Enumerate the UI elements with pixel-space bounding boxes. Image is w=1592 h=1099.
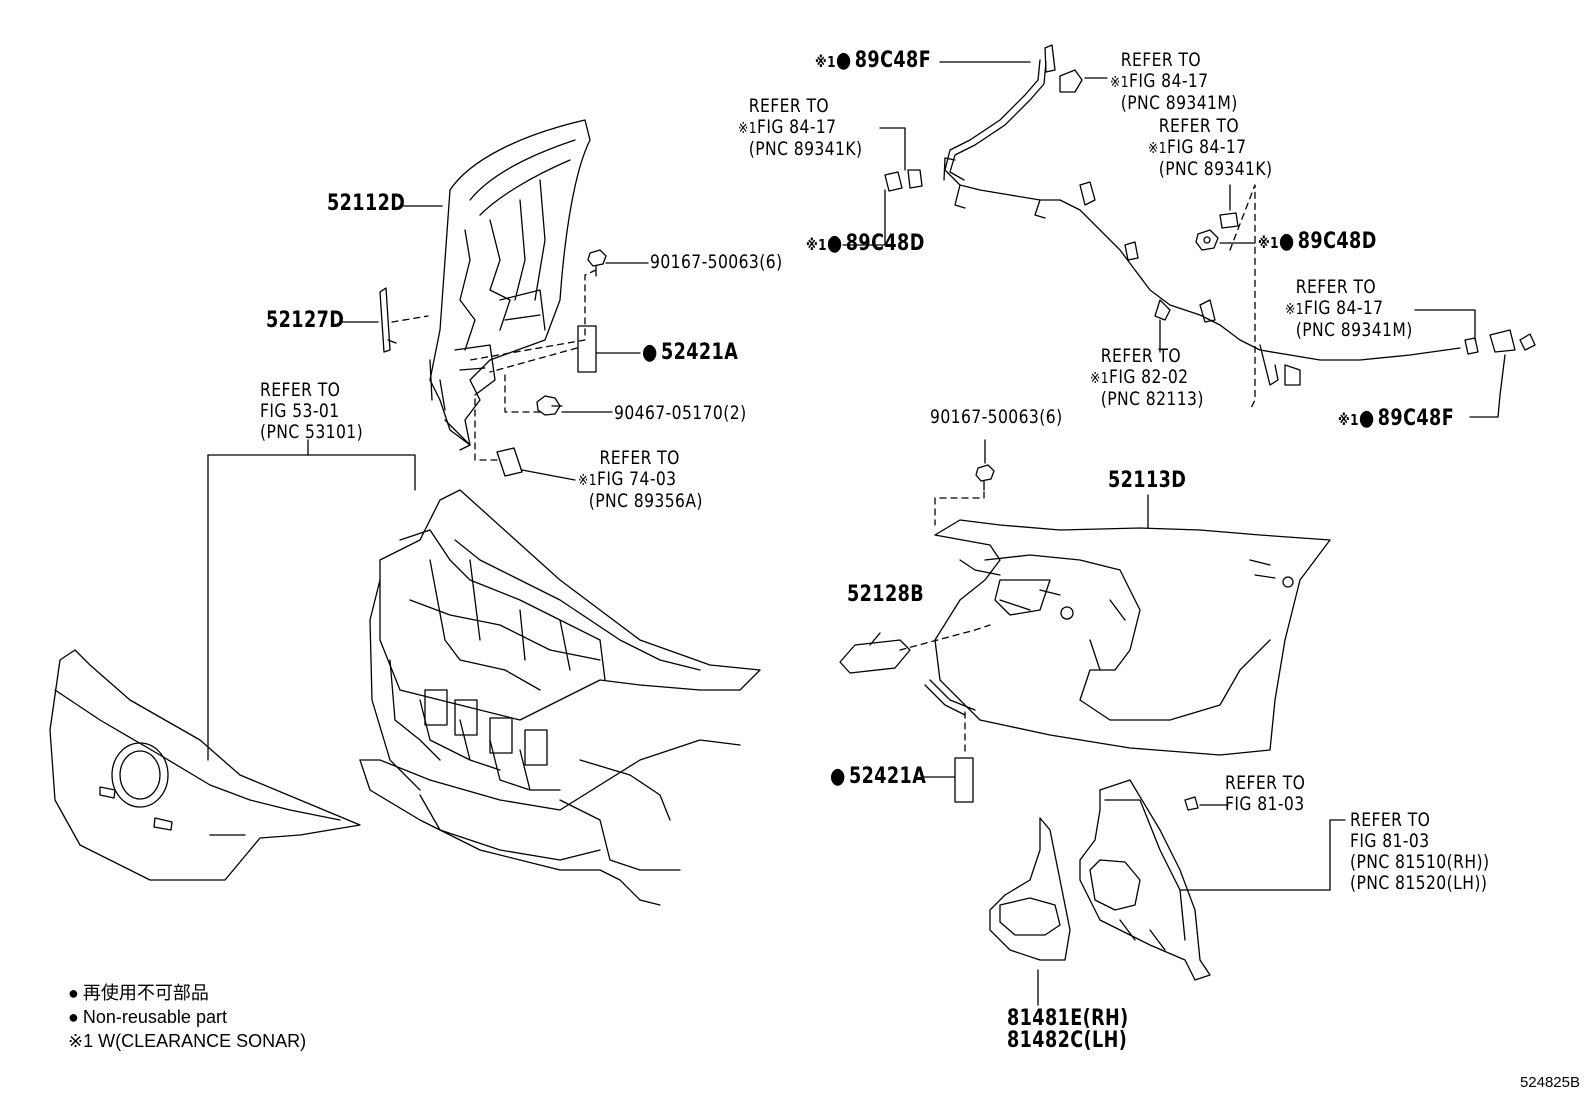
- label-refer-84-17-k-right: REFER TO ※1FIG 84-17 (PNC 89341K): [1148, 115, 1273, 180]
- sonar-sensor-89c48d-left: [885, 170, 922, 191]
- leaders-upper-left: [340, 206, 648, 480]
- label-81482c: 81482C(LH): [1007, 1028, 1128, 1053]
- screw-90167-bottom: [976, 465, 994, 490]
- label-52113d: 52113D: [1108, 468, 1187, 493]
- label-90167-bottom: 90167-50063(6): [930, 406, 1063, 428]
- legend: 再使用不可部品 Non-reusable part ※1 W(CLEARANCE…: [68, 981, 306, 1053]
- label-refer-81-03-bolt: REFER TO FIG 81-03: [1225, 772, 1306, 815]
- leaders-fog: [1038, 805, 1345, 1005]
- screw-90167-top: [588, 250, 606, 276]
- label-refer-84-17-m-right: REFER TO ※1FIG 84-17 (PNC 89341M): [1285, 276, 1413, 341]
- part-52127d-clip: [380, 288, 396, 352]
- assembly-lines-upper: [392, 270, 596, 460]
- part-fog-lamp: [1080, 780, 1210, 980]
- label-refer-53-01: REFER TO FIG 53-01 (PNC 53101): [260, 379, 364, 443]
- label-89c48f-right: ※189C48F: [1338, 406, 1454, 431]
- assembly-lines-lower: [900, 492, 990, 755]
- label-refer-84-17-k-left: REFER TO ※1FIG 84-17 (PNC 89341K): [738, 95, 863, 160]
- leader-53-01: [208, 440, 415, 760]
- part-fog-lamp-bezel: [990, 818, 1070, 960]
- label-81481e: 81481E(RH): [1007, 1006, 1129, 1031]
- leaders-right: [870, 440, 1148, 777]
- label-90167-top: 90167-50063(6): [650, 251, 783, 273]
- label-52128b: 52128B: [847, 582, 925, 607]
- sonar-sensor-89c48d-right: [1196, 213, 1238, 250]
- label-refer-84-17-m-top: REFER TO ※1FIG 84-17 (PNC 89341M): [1110, 49, 1238, 114]
- legend-line-jp: 再使用不可部品: [82, 983, 209, 1003]
- label-refer-82-02: REFER TO ※1FIG 82-02 (PNC 82113): [1090, 345, 1204, 410]
- cap-52128b: [840, 640, 910, 673]
- label-90467: 90467-05170(2): [614, 402, 747, 424]
- sensor-cover-89356a: [497, 448, 522, 476]
- clip-90467: [537, 396, 562, 415]
- foam-pad-52421a-top: [578, 326, 596, 372]
- part-sonar-wire-harness: [944, 45, 1535, 385]
- label-89c48d-right: ※189C48D: [1258, 229, 1377, 254]
- label-52127d: 52127D: [266, 308, 345, 333]
- label-52421a-bottom: 52421A: [830, 764, 926, 789]
- harness-dashed: [1230, 185, 1255, 410]
- label-refer-81-03: REFER TO FIG 81-03 (PNC 81510(RH)) (PNC …: [1350, 809, 1490, 894]
- label-89c48f-top: ※189C48F: [815, 48, 931, 73]
- label-refer-74-03: REFER TO ※1FIG 74-03 (PNC 89356A): [578, 447, 703, 512]
- label-52421a-top: 52421A: [642, 340, 738, 365]
- part-52112d-bracket: [430, 120, 590, 450]
- label-52112d: 52112D: [327, 191, 406, 216]
- legend-line-note: ※1 W(CLEARANCE SONAR): [68, 1031, 307, 1051]
- legend-line-en: Non-reusable part: [82, 1007, 227, 1027]
- drawing-code: 524825B: [1519, 1074, 1580, 1091]
- part-bumper-cover-front: [50, 650, 360, 880]
- part-grille-assembly: [360, 490, 760, 905]
- label-89c48d-left: ※189C48D: [806, 231, 925, 256]
- harness-leaders: [843, 62, 1505, 417]
- foam-pad-52421a-bottom: [955, 758, 973, 802]
- part-52113d-bumper-side: [925, 520, 1330, 755]
